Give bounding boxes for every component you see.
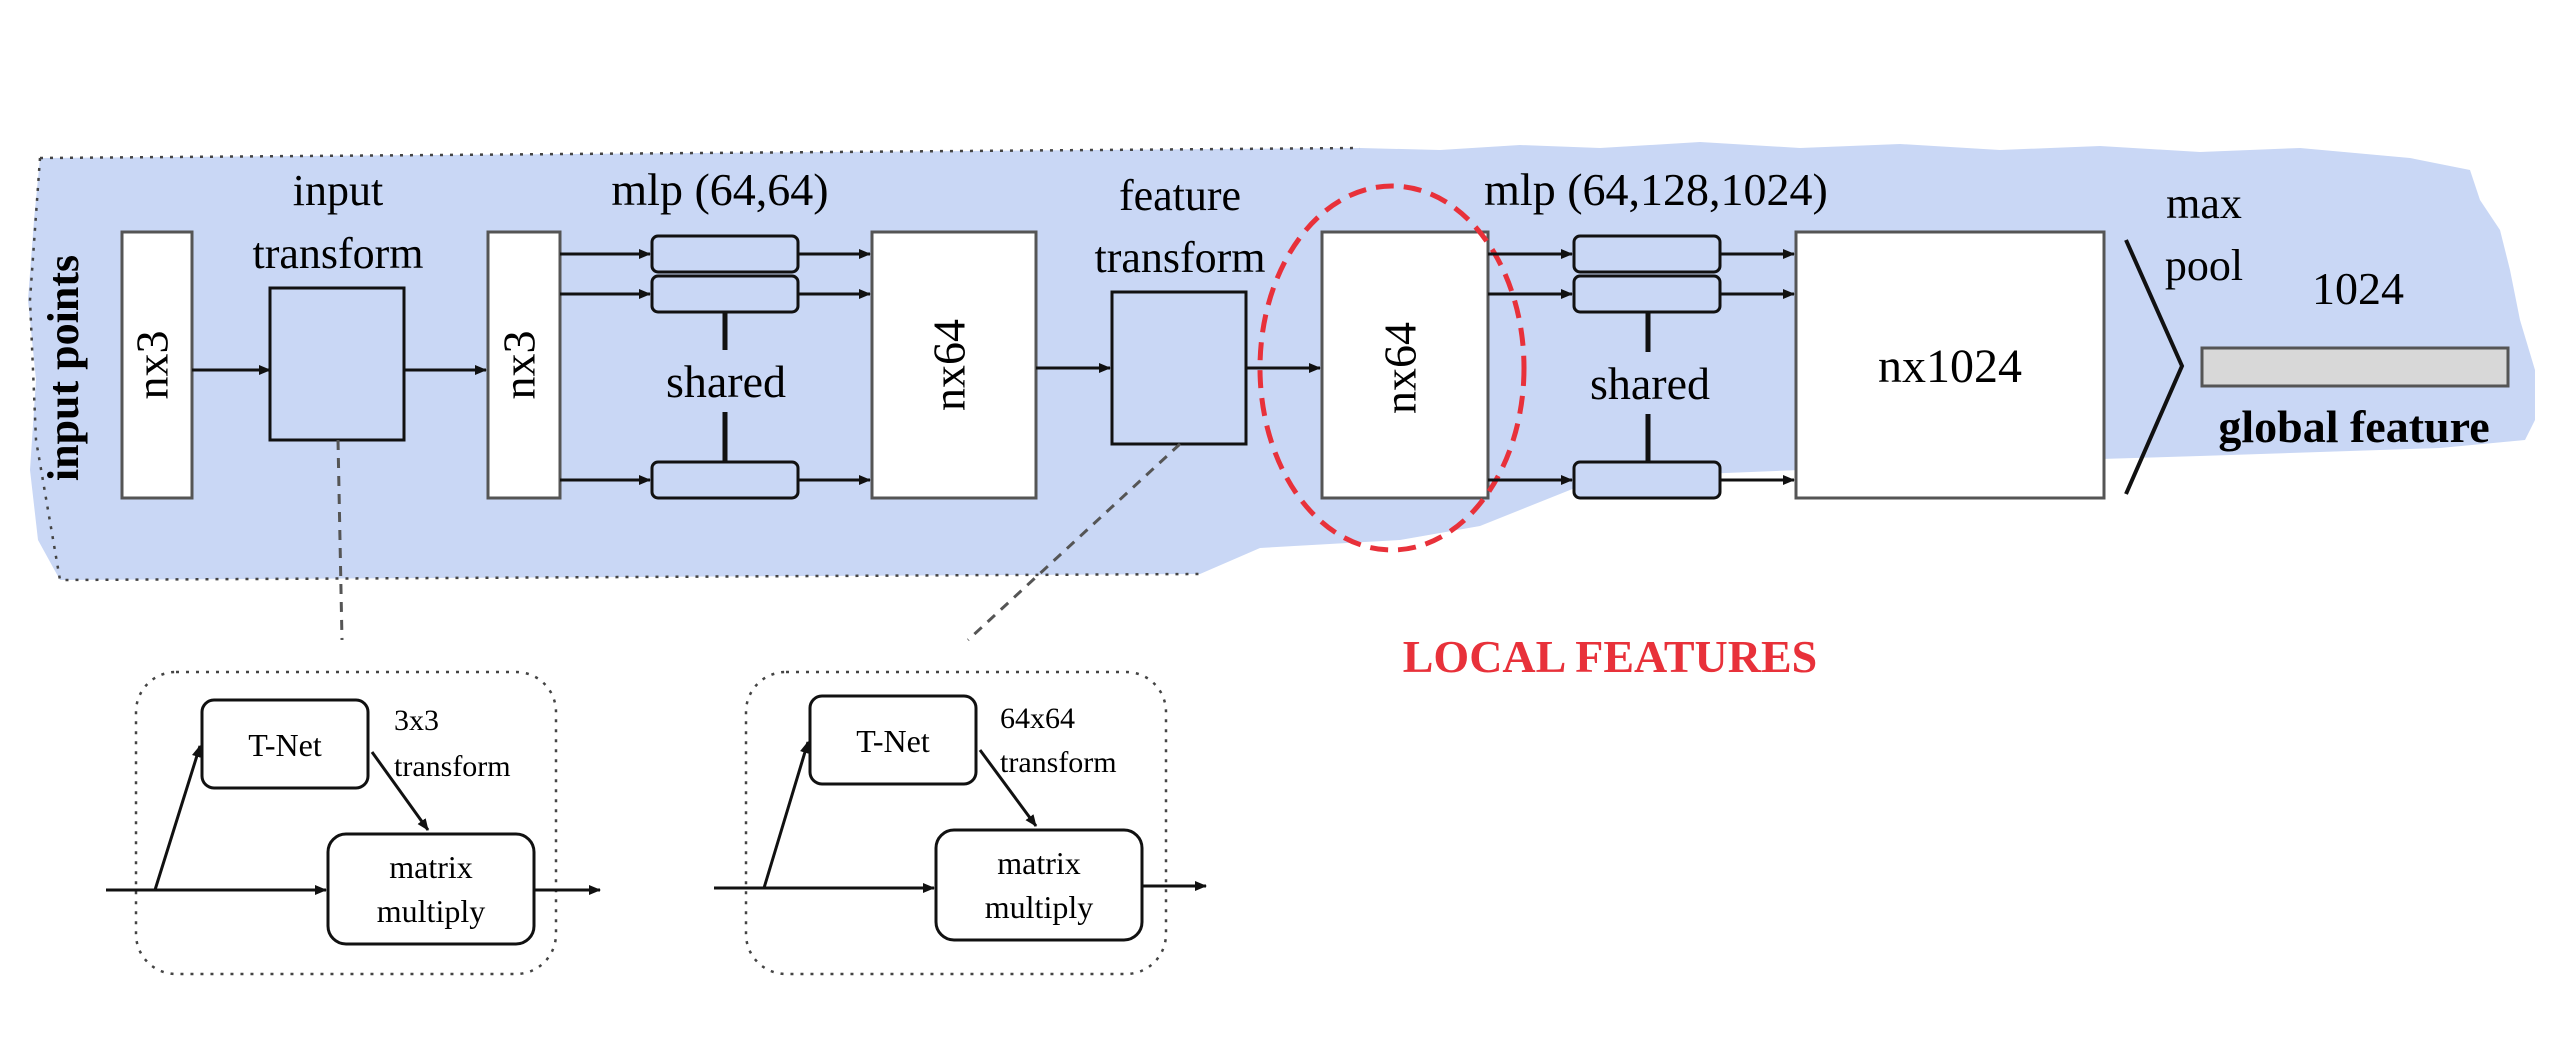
- tnet-feature-tnet-label: T-Net: [856, 723, 930, 759]
- feature-transform-title-1: feature: [1119, 171, 1241, 220]
- mlp2-unit-2: [1572, 274, 1722, 314]
- tnet-feature-branch: [762, 741, 810, 889]
- local-features-annotation: LOCAL FEATURES: [1403, 631, 1818, 682]
- tnet-input-transform-1: 3x3: [394, 704, 439, 737]
- background-dotted-border: [28, 146, 1361, 582]
- tnet-feature-matrix-2: multiply: [985, 889, 1093, 925]
- tnet-input-tnet-label: T-Net: [248, 727, 322, 763]
- feature-transform-title-2: transform: [1094, 233, 1265, 282]
- maxpool-funnel: [2124, 239, 2185, 495]
- features-nx1024-box: [1794, 230, 2106, 500]
- tnet-input-inset: [134, 670, 558, 976]
- tnet-feature-to-matrix: [978, 749, 1038, 827]
- tnet-input-matrix-2: multiply: [377, 893, 485, 929]
- tnet-feature-inset: [744, 670, 1168, 976]
- features-nx64-box: [870, 230, 1038, 500]
- tnet-feature-matrix-1: matrix: [997, 845, 1081, 881]
- global-dim-label: 1024: [2312, 263, 2404, 314]
- mlp1-unit-3: [650, 460, 800, 500]
- tnet-feature-transform-1: 64x64: [1000, 702, 1075, 735]
- input-nx3-box: [120, 230, 194, 500]
- input-transform-title-2: transform: [252, 229, 423, 278]
- input-transform-title-1: input: [293, 166, 383, 215]
- transformed-nx3-label: nx3: [494, 331, 545, 400]
- tnet-input-branch: [153, 745, 202, 891]
- connector-input-transform: [336, 439, 344, 641]
- tnet-input-tnet-box: [200, 698, 370, 790]
- tnet-feature-tnet-box: [808, 694, 978, 786]
- local-features-highlight: [1257, 183, 1527, 553]
- input-points-label: input points: [39, 255, 88, 481]
- mlp1-title: mlp (64,64): [611, 164, 828, 215]
- tnet-feature-transform-2: transform: [1000, 746, 1117, 779]
- tnet-input-matrix-1: matrix: [389, 849, 473, 885]
- local-nx64-label: nx64: [1375, 322, 1426, 414]
- feature-transform-box: [1110, 290, 1248, 446]
- transformed-nx3-box: [486, 230, 562, 500]
- maxpool-label-2: pool: [2165, 241, 2243, 290]
- tnet-input-transform-2: transform: [394, 750, 511, 783]
- mlp1-unit-1: [650, 234, 800, 274]
- input-nx3-label: nx3: [127, 331, 178, 400]
- tnet-input-to-matrix: [370, 751, 430, 831]
- mlp1-shared-label: shared: [666, 356, 786, 407]
- mlp2-unit-3: [1572, 460, 1722, 500]
- local-nx64-box: [1320, 230, 1490, 500]
- input-transform-box: [268, 286, 406, 442]
- connector-feature-transform: [966, 442, 1182, 642]
- mlp1-unit-2: [650, 274, 800, 314]
- mlp2-shared-label: shared: [1590, 358, 1710, 409]
- features-nx1024-label: nx1024: [1878, 340, 2022, 393]
- mlp2-title: mlp (64,128,1024): [1484, 164, 1828, 215]
- global-feature-bar: [2200, 346, 2510, 388]
- features-nx64-label: nx64: [924, 319, 975, 411]
- maxpool-label-1: max: [2166, 179, 2242, 228]
- global-feature-label: global feature: [2218, 401, 2489, 452]
- mlp2-unit-1: [1572, 234, 1722, 274]
